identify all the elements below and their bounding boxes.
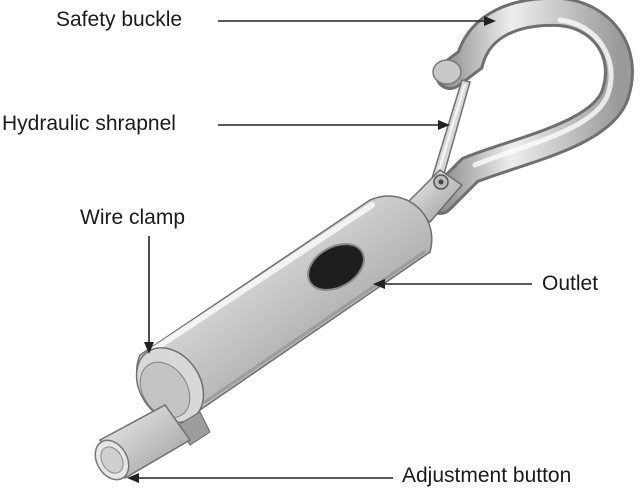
wire-clamp-body <box>135 195 433 446</box>
leader-hydraulic-shrapnel <box>218 120 450 130</box>
label-wire-clamp: Wire clamp <box>80 206 186 229</box>
adjustment-button-pin <box>94 404 192 481</box>
label-safety-buckle: Safety buckle <box>56 8 183 31</box>
leader-outlet <box>373 279 532 289</box>
leader-lines <box>127 16 532 483</box>
outlet-hole <box>307 243 365 291</box>
label-outlet: Outlet <box>542 272 599 295</box>
safety-buckle-hook <box>425 0 634 215</box>
leader-safety-buckle <box>218 16 496 26</box>
leader-wire-clamp <box>144 236 154 354</box>
label-adjustment-button: Adjustment button <box>402 464 572 487</box>
label-hydraulic-shrapnel: Hydraulic shrapnel <box>2 112 176 135</box>
leader-adjustment-button <box>127 473 393 483</box>
